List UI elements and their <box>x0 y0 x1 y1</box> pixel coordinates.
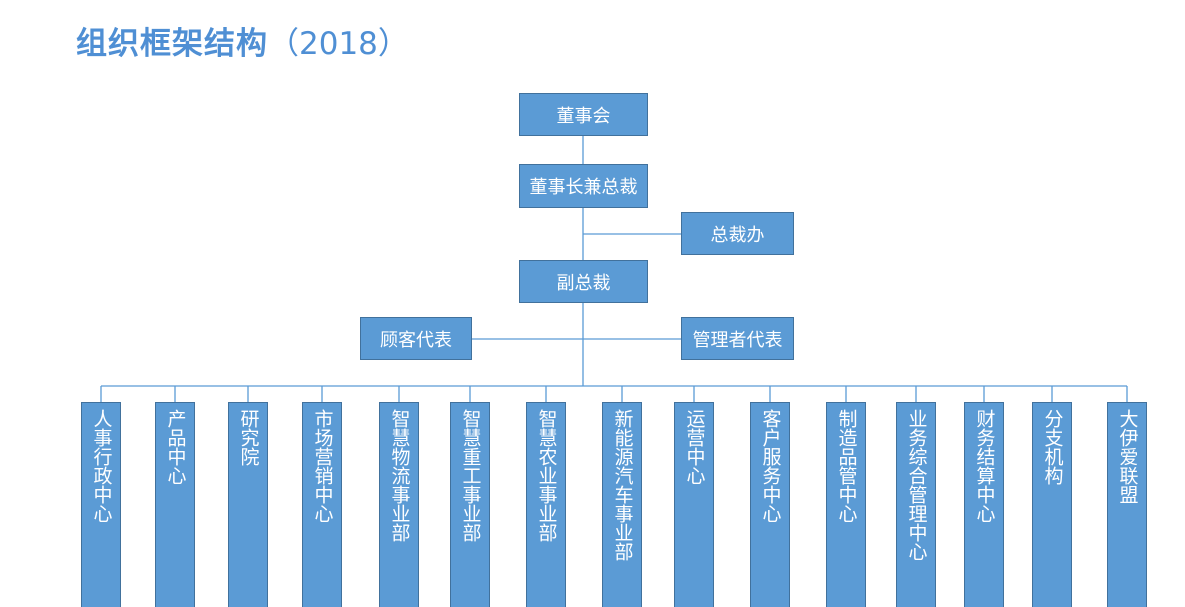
department-hr-admin: 人事行政中心 <box>81 402 121 607</box>
node-management-rep: 管理者代表 <box>681 317 794 360</box>
department-smart-logistics: 智慧物流事业部 <box>379 402 419 607</box>
node-customer-rep: 顾客代表 <box>360 317 472 360</box>
department-marketing: 市场营销中心 <box>302 402 342 607</box>
department-smart-heavy-industry: 智慧重工事业部 <box>450 402 490 607</box>
department-business-management: 业务综合管理中心 <box>896 402 936 607</box>
department-finance: 财务结算中心 <box>964 402 1004 607</box>
department-operations: 运营中心 <box>674 402 714 607</box>
department-alliance: 大伊爱联盟 <box>1107 402 1147 607</box>
department-customer-service: 客户服务中心 <box>750 402 790 607</box>
department-new-energy-vehicle: 新能源汽车事业部 <box>602 402 642 607</box>
department-product: 产品中心 <box>155 402 195 607</box>
chart-title: 组织框架结构（2018） <box>76 18 409 63</box>
node-chairman: 董事长兼总裁 <box>519 164 648 208</box>
department-smart-agriculture: 智慧农业事业部 <box>526 402 566 607</box>
node-board: 董事会 <box>519 93 648 136</box>
chart-title-main: 组织框架结构 <box>76 26 268 62</box>
node-vice-president: 副总裁 <box>519 260 648 303</box>
chart-title-year: （2018） <box>268 26 409 62</box>
department-research: 研究院 <box>228 402 268 607</box>
connector-department-drops <box>100 386 1128 402</box>
department-branches: 分支机构 <box>1032 402 1072 607</box>
node-president-office: 总裁办 <box>681 212 794 255</box>
department-manufacturing-qc: 制造品管中心 <box>826 402 866 607</box>
